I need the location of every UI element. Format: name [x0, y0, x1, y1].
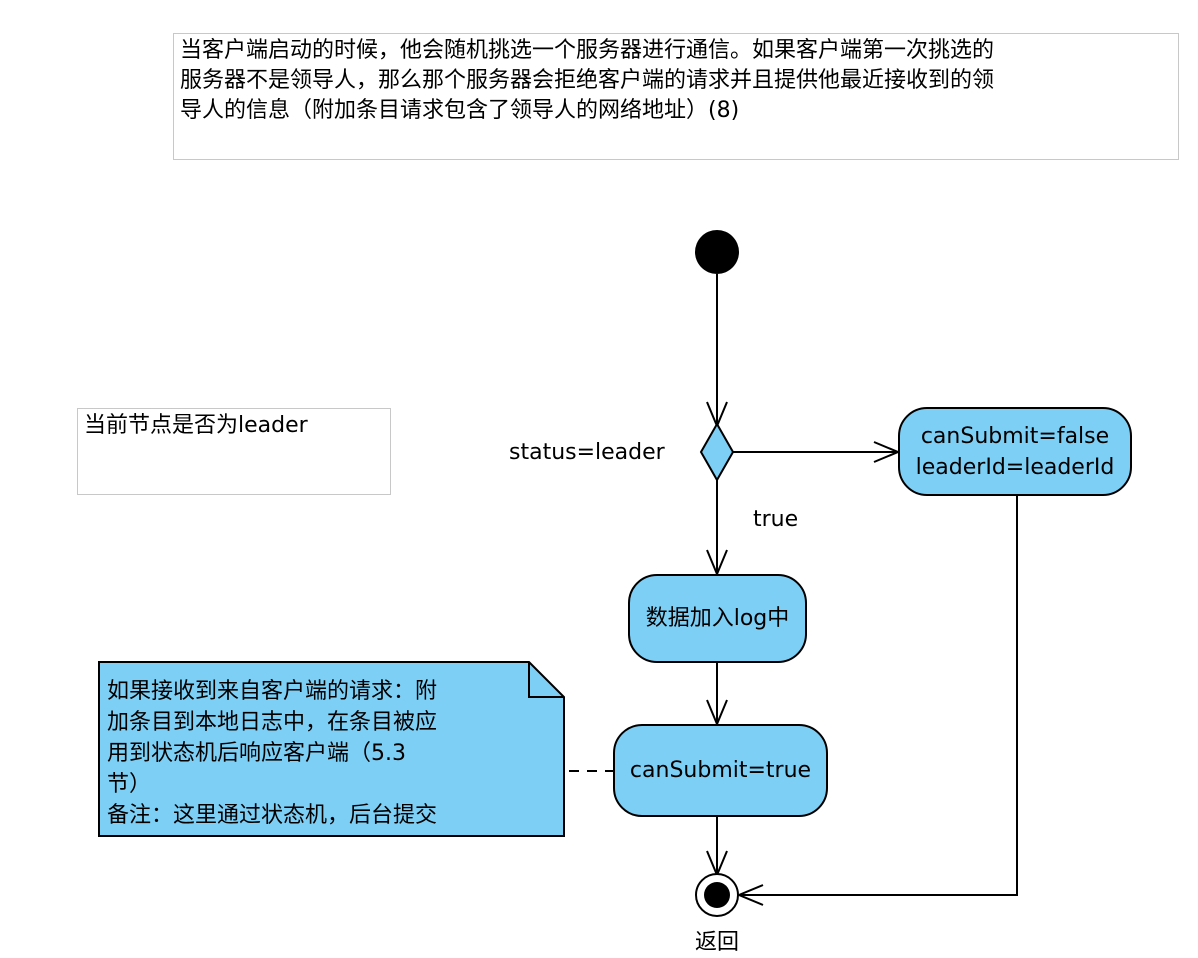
intro-description-note: 当客户端启动的时候，他会随机挑选一个服务器进行通信。如果客户端第一次挑选的 服务…	[173, 33, 1179, 160]
side-note-fold	[528, 662, 564, 698]
leader-check-note: 当前节点是否为leader	[77, 408, 391, 495]
final-node-inner	[704, 882, 730, 908]
action-submit-true-label: canSubmit=true	[629, 758, 812, 783]
action-append-log-shape	[628, 574, 807, 663]
action-not-leader-label: canSubmit=false leaderId=leaderId	[915, 423, 1115, 480]
action-submit-true-shape	[613, 724, 828, 817]
action-append-log-label: 数据加入log中	[645, 606, 790, 631]
final-node-label: 返回	[695, 930, 740, 955]
edge-not-leader-to-end	[739, 495, 1018, 896]
side-note-text: 如果接收到来自客户端的请求：附 加条目到本地日志中，在条目被应 用到状态机后响应…	[107, 679, 438, 828]
side-note-shape	[98, 661, 565, 837]
action-not-leader-shape	[898, 407, 1132, 496]
decision-node	[699, 421, 735, 483]
decision-condition-label: status=leader	[509, 440, 665, 465]
decision-true-label: true	[753, 507, 799, 532]
initial-node	[695, 230, 739, 274]
